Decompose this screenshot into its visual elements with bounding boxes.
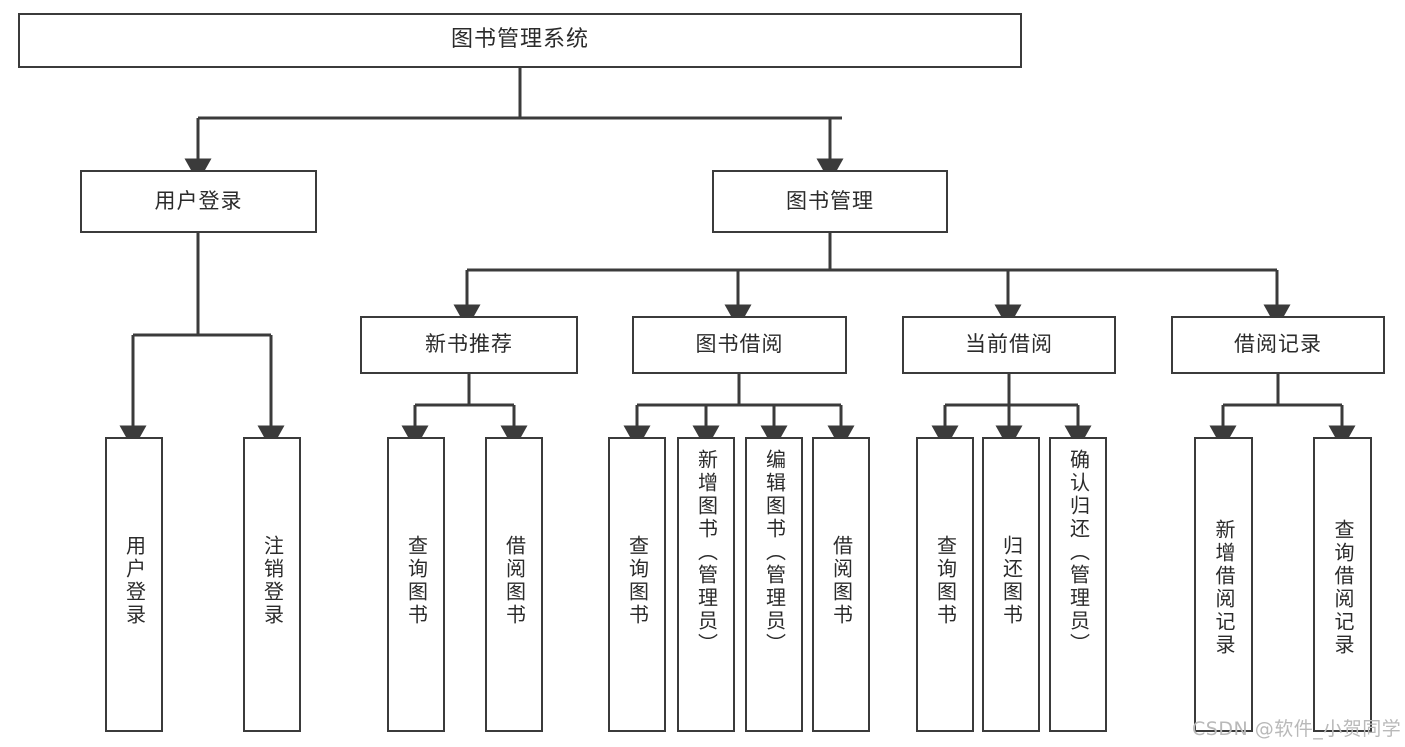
node-user-login[interactable]: 用户登录 xyxy=(80,170,317,233)
node-book-management[interactable]: 图书管理 xyxy=(712,170,948,233)
leaf-borrow-edit-book-admin[interactable]: 编辑图书（管理员） xyxy=(745,437,803,732)
node-label: 查询图书 xyxy=(404,535,429,627)
node-label: 借阅记录 xyxy=(1234,332,1322,357)
leaf-user-login-signin[interactable]: 用户登录 xyxy=(105,437,163,732)
leaf-borrow-query-book[interactable]: 查询图书 xyxy=(608,437,666,732)
node-label: 新增借阅记录 xyxy=(1212,519,1236,657)
node-label: 查询借阅记录 xyxy=(1331,519,1355,657)
node-root-system[interactable]: 图书管理系统 xyxy=(18,13,1022,68)
node-label: 注销登录 xyxy=(260,535,285,627)
leaf-borrow-borrow-book[interactable]: 借阅图书 xyxy=(812,437,870,732)
node-label: 确认归还（管理员） xyxy=(1066,449,1091,656)
node-label: 查询图书 xyxy=(933,535,958,627)
node-label: 归还图书 xyxy=(999,535,1024,627)
node-label: 新书推荐 xyxy=(425,332,513,357)
node-label: 图书借阅 xyxy=(695,332,784,357)
leaf-current-return-book[interactable]: 归还图书 xyxy=(982,437,1040,732)
leaf-record-query[interactable]: 查询借阅记录 xyxy=(1313,437,1372,732)
leaf-new-book-query[interactable]: 查询图书 xyxy=(387,437,445,732)
node-label: 当前借阅 xyxy=(965,332,1053,357)
csdn-watermark: CSDN @软件_小贺同学 xyxy=(1192,718,1402,740)
node-label: 查询图书 xyxy=(625,535,650,627)
leaf-borrow-add-book-admin[interactable]: 新增图书（管理员） xyxy=(677,437,735,732)
node-label: 新增图书（管理员） xyxy=(694,449,719,656)
node-label: 借阅图书 xyxy=(829,535,854,627)
node-label: 图书管理系统 xyxy=(450,27,589,53)
leaf-new-book-borrow[interactable]: 借阅图书 xyxy=(485,437,543,732)
node-label: 借阅图书 xyxy=(502,535,527,627)
leaf-current-confirm-return-admin[interactable]: 确认归还（管理员） xyxy=(1049,437,1107,732)
node-current-borrow[interactable]: 当前借阅 xyxy=(902,316,1116,374)
node-label: 用户登录 xyxy=(122,535,147,627)
leaf-record-add[interactable]: 新增借阅记录 xyxy=(1194,437,1253,732)
node-label: 图书管理 xyxy=(786,188,874,213)
node-label: 用户登录 xyxy=(154,188,243,213)
node-label: 编辑图书（管理员） xyxy=(762,449,787,656)
leaf-user-login-signout[interactable]: 注销登录 xyxy=(243,437,301,732)
leaf-current-query-book[interactable]: 查询图书 xyxy=(916,437,974,732)
node-new-book-recommend[interactable]: 新书推荐 xyxy=(360,316,578,374)
node-borrow-record[interactable]: 借阅记录 xyxy=(1171,316,1385,374)
node-book-borrow[interactable]: 图书借阅 xyxy=(632,316,847,374)
